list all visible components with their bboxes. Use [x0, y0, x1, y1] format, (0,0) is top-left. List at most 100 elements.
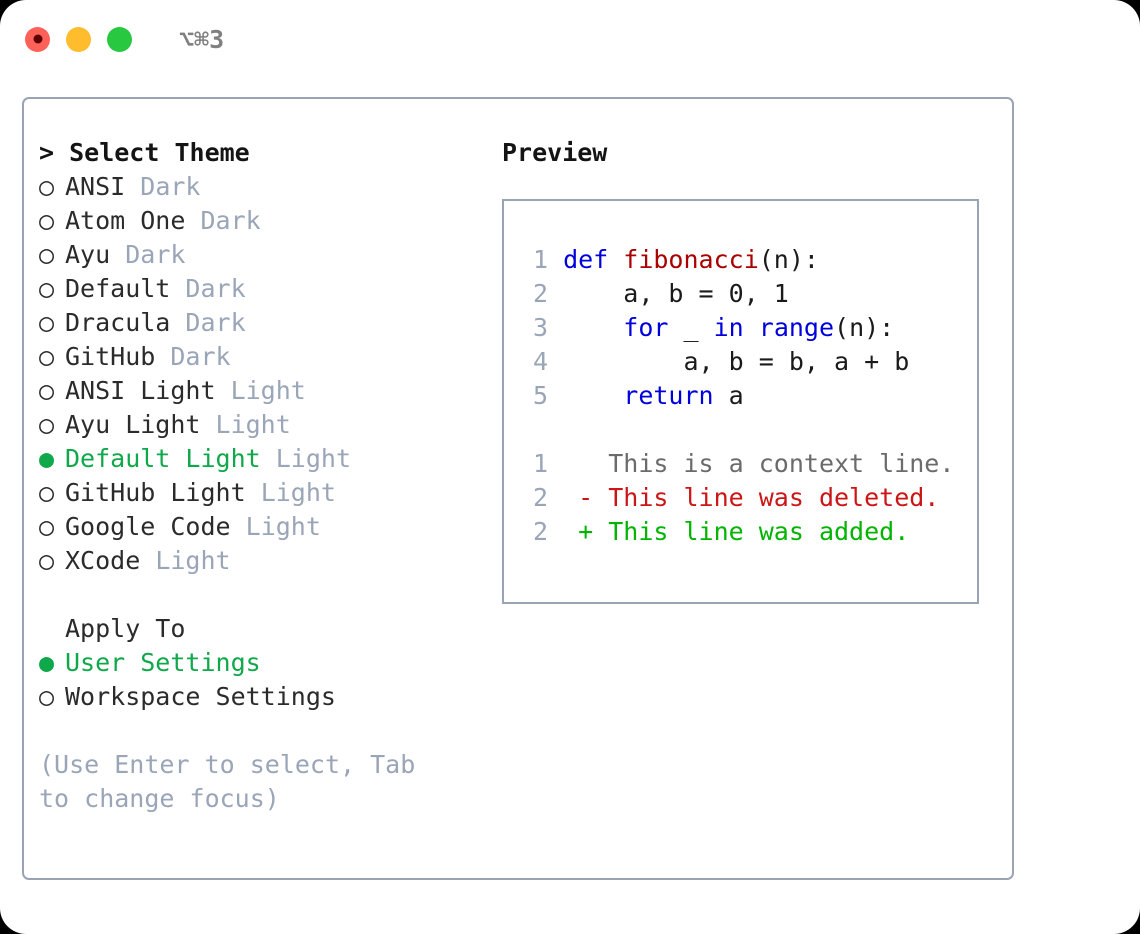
apply-to-option-label: Workspace Settings — [65, 682, 336, 711]
theme-option-github[interactable]: ○GitHub Dark — [39, 340, 479, 374]
theme-option-variant: Light — [260, 478, 336, 507]
theme-option-variant: Light — [275, 444, 351, 473]
radio-selected-icon: ● — [39, 648, 55, 677]
theme-option-label: Ayu Light — [65, 410, 201, 439]
theme-option-default-light[interactable]: ● Default Light Light — [39, 442, 479, 476]
line-number: 3 — [532, 313, 548, 342]
theme-option-label: ANSI Light — [65, 376, 216, 405]
radio-unselected-icon: ○ — [39, 478, 55, 507]
theme-option-label: Dracula — [65, 308, 171, 337]
code-token-plain — [563, 381, 623, 410]
line-number: 2 — [532, 279, 548, 308]
theme-option-variant: Dark — [200, 206, 261, 235]
theme-option-variant: Dark — [185, 274, 246, 303]
theme-option-variant: Dark — [140, 172, 201, 201]
code-token-kw: return — [623, 381, 714, 410]
preview-title: Preview — [502, 138, 608, 167]
label-gap — [231, 510, 246, 544]
apply-to-option-user-settings[interactable]: ● User Settings — [39, 646, 479, 680]
theme-option-label: ANSI — [65, 172, 126, 201]
theme-option-xcode[interactable]: ○XCode Light — [39, 544, 479, 578]
label-gap — [216, 374, 231, 408]
line-number: 2 — [532, 517, 548, 546]
code-token-fn: fibonacci — [623, 245, 759, 274]
theme-option-ansi[interactable]: ○ ANSI Dark — [39, 170, 479, 204]
apply-to-option-workspace-settings[interactable]: ○ Workspace Settings — [39, 680, 479, 714]
label-gap — [110, 238, 125, 272]
diff-text: This is a context line. — [593, 449, 955, 478]
keyboard-shortcut-label: ⌥⌘3 — [179, 24, 225, 54]
theme-list: ○ANSI Dark○Atom One Dark○Ayu Dark○Defaul… — [39, 170, 479, 578]
radio-selected-icon: ● — [39, 444, 55, 473]
gutter-gap — [548, 245, 563, 274]
theme-option-label: Ayu — [65, 240, 111, 269]
gutter-gap — [548, 381, 563, 410]
code-line: 5 return a — [504, 379, 977, 413]
code-token-plain: (n): — [834, 313, 895, 342]
radio-unselected-icon: ○ — [39, 682, 55, 711]
list-spacer — [39, 578, 479, 612]
code-diff-separator — [504, 413, 977, 447]
line-number: 1 — [532, 245, 548, 274]
radio-unselected-icon: ○ — [39, 376, 55, 405]
maximize-button[interactable] — [107, 26, 132, 52]
diff-line-del: 2 - This line was deleted. — [504, 481, 977, 515]
code-token-kw: range — [758, 313, 835, 342]
radio-unselected-icon: ○ — [39, 512, 55, 541]
radio-unselected-icon: ○ — [39, 206, 55, 235]
theme-option-dracula[interactable]: ○ Dracula Dark — [39, 306, 479, 340]
theme-option-label: GitHub Light — [65, 478, 246, 507]
radio-unselected-icon: ○ — [39, 546, 55, 575]
line-number: 1 — [532, 449, 548, 478]
gutter-gap — [548, 483, 578, 512]
label-gap — [170, 306, 185, 340]
apply-to-list: ● User Settings ○ Workspace Settings — [39, 646, 479, 714]
radio-unselected-icon: ○ — [39, 308, 55, 337]
theme-option-ayu-light[interactable]: ○Ayu Light Light — [39, 408, 479, 442]
code-token-kw: def — [563, 245, 609, 274]
theme-option-variant: Light — [230, 376, 306, 405]
theme-option-variant: Dark — [185, 308, 246, 337]
diff-sign: - — [578, 483, 594, 512]
theme-option-ayu[interactable]: ○Ayu Dark — [39, 238, 479, 272]
gutter-gap — [548, 279, 563, 308]
code-token-plain — [563, 313, 623, 342]
line-number: 2 — [532, 483, 548, 512]
code-token-plain: a, b = 0, 1 — [563, 279, 789, 308]
label-gap — [246, 476, 261, 510]
code-line: 1 def fibonacci(n): — [504, 243, 977, 277]
theme-option-github-light[interactable]: ○ GitHub Light Light — [39, 476, 479, 510]
radio-unselected-icon: ○ — [39, 342, 55, 371]
keyboard-hint: (Use Enter to select, Tab to change focu… — [39, 750, 431, 813]
theme-option-variant: Dark — [125, 240, 186, 269]
theme-option-variant: Light — [215, 410, 291, 439]
theme-option-ansi-light[interactable]: ○ ANSI Light Light — [39, 374, 479, 408]
apply-to-option-label: User Settings — [65, 648, 261, 677]
theme-option-label: Google Code — [65, 512, 231, 541]
radio-unselected-icon: ○ — [39, 172, 55, 201]
theme-option-google-code[interactable]: ○Google Code Light — [39, 510, 479, 544]
diff-line-add: 2 + This line was added. — [504, 515, 977, 549]
theme-option-default[interactable]: ○Default Dark — [39, 272, 479, 306]
close-button[interactable] — [25, 26, 50, 52]
theme-option-variant: Light — [155, 546, 231, 575]
gutter-gap — [548, 313, 563, 342]
diff-sign: + — [578, 517, 594, 546]
gutter-gap — [548, 517, 578, 546]
minimize-button[interactable] — [66, 26, 91, 52]
diff-text: This line was deleted. — [593, 483, 940, 512]
code-token-kw: in — [713, 313, 744, 342]
code-line: 3 for _ in range(n): — [504, 311, 977, 345]
code-line: 2 a, b = 0, 1 — [504, 277, 977, 311]
label-gap — [200, 408, 215, 442]
code-token-plain: a, b = b, a + b — [563, 347, 910, 376]
theme-option-atom-one[interactable]: ○Atom One Dark — [39, 204, 479, 238]
theme-option-label: Default Light — [65, 444, 261, 473]
diff-sample: 1 This is a context line.2 - This line w… — [504, 447, 977, 549]
code-token-plain: a — [713, 381, 744, 410]
theme-option-variant: Dark — [170, 342, 231, 371]
diff-line-ctx: 1 This is a context line. — [504, 447, 977, 481]
title-bar: ⌥⌘3 — [0, 0, 1140, 78]
diff-text: This line was added. — [593, 517, 910, 546]
